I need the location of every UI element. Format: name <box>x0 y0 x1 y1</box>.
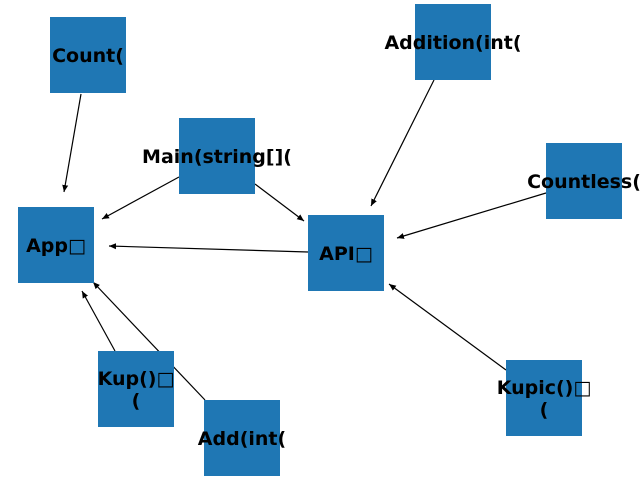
node-label: Kup()□( <box>98 368 175 412</box>
node-box <box>179 118 255 194</box>
node-box <box>546 143 622 219</box>
node-box <box>506 360 582 436</box>
node-box <box>50 17 126 93</box>
edge-add-to-app <box>92 281 206 401</box>
node-main: Main(string[]( <box>142 118 292 194</box>
node-box <box>18 207 94 283</box>
edge-kup-to-app <box>81 290 116 352</box>
node-box <box>308 215 384 291</box>
node-kupic: Kupic()□( <box>497 360 592 436</box>
node-label: Count( <box>52 45 124 67</box>
node-box <box>204 400 280 476</box>
edge-main-to-app <box>101 176 180 220</box>
node-add: Add(int( <box>198 400 286 476</box>
node-countless: Countless( <box>527 143 640 219</box>
node-kup: Kup()□( <box>98 351 175 427</box>
node-label: App□ <box>26 235 86 257</box>
node-label: Addition(int( <box>384 32 521 54</box>
edge-kupic-to-api <box>388 283 507 371</box>
edge-addition-to-api <box>370 79 435 207</box>
node-box <box>415 4 491 80</box>
node-label: API□ <box>319 243 373 265</box>
node-box <box>98 351 174 427</box>
edge-count-to-app <box>62 93 82 193</box>
edge-api-to-app <box>108 243 309 253</box>
node-app: App□ <box>18 207 94 283</box>
edge-countless-to-api <box>396 192 547 239</box>
node-label: Main(string[]( <box>142 146 292 168</box>
edge-main-to-api <box>254 183 305 222</box>
node-count: Count( <box>50 17 126 93</box>
node-api: API□ <box>308 215 384 291</box>
edges-layer <box>62 79 547 401</box>
node-label: Add(int( <box>198 428 286 450</box>
node-label: Countless( <box>527 171 640 193</box>
node-addition: Addition(int( <box>384 4 522 80</box>
nodes-layer: Count( Addition(int( Main(string[]( Countle… <box>18 4 640 476</box>
node-label: Kupic()□( <box>497 377 592 421</box>
